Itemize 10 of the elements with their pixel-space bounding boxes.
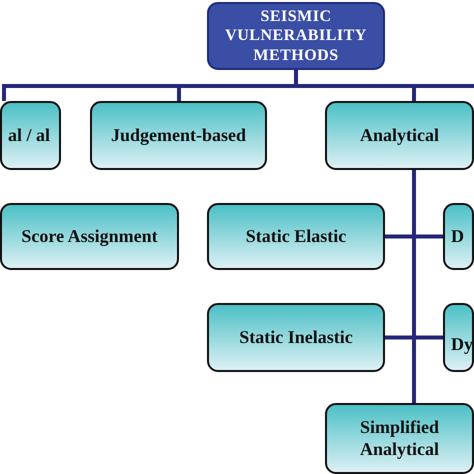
- method-box: al / al: [0, 101, 61, 170]
- method-box: Dy: [443, 303, 474, 372]
- method-box: Static Inelastic: [207, 303, 385, 372]
- method-box: Judgement-based: [90, 101, 267, 170]
- method-box: D: [443, 203, 474, 270]
- method-box: Score Assignment: [0, 203, 179, 270]
- method-box: Analytical: [325, 101, 474, 170]
- method-box: Static Elastic: [207, 203, 385, 270]
- root-box: SEISMIC VULNERABILITY METHODS: [207, 2, 385, 70]
- method-box: Simplified Analytical: [325, 403, 474, 474]
